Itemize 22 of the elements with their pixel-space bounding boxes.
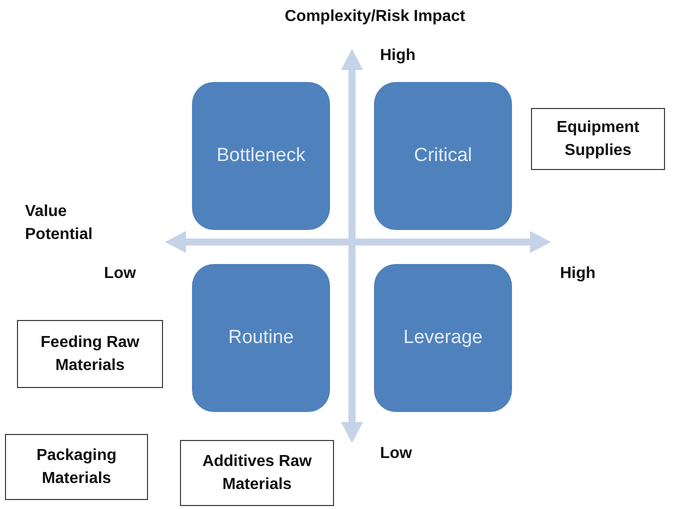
quadrant-box: [192, 264, 330, 412]
category-box: [180, 440, 334, 506]
axis-title: Complexity/Risk Impact: [284, 7, 466, 27]
category-box: [531, 108, 665, 170]
quadrant-box: [374, 264, 512, 412]
quadrant-box: [192, 82, 330, 230]
axis-title: Value Potential: [25, 202, 94, 245]
axis-label: High: [560, 264, 597, 284]
quadrant-label: Critical: [414, 145, 472, 167]
category-box: [17, 320, 163, 388]
axis-label: High: [380, 46, 417, 66]
category-label: Equipment Supplies: [556, 118, 640, 161]
category-label: Feeding Raw Materials: [40, 333, 140, 376]
quadrant-label: Bottleneck: [216, 145, 306, 167]
category-label: Additives Raw Materials: [201, 452, 313, 495]
axis-label: Low: [104, 264, 137, 284]
quadrant-label: Routine: [228, 327, 294, 349]
category-box: [5, 434, 148, 500]
quadrant-box: [374, 82, 512, 230]
category-label: Packaging Materials: [35, 446, 118, 489]
axis-label: Low: [380, 444, 413, 464]
quadrant-label: Leverage: [403, 327, 483, 349]
